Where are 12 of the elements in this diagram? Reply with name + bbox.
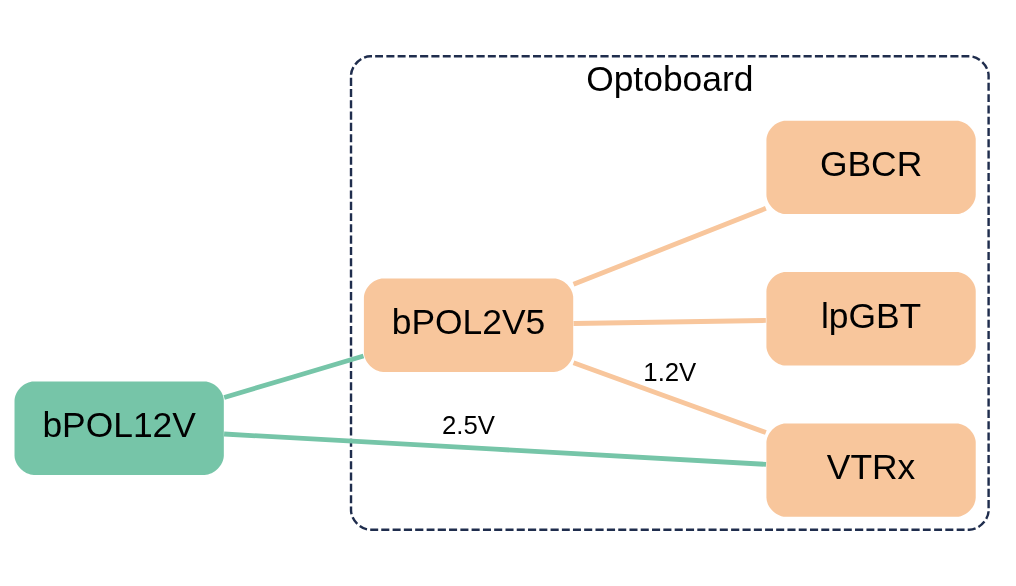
node-box: bPOL2V5 bbox=[363, 278, 574, 372]
connector bbox=[223, 431, 767, 467]
connector bbox=[223, 353, 365, 400]
node-box: lpGBT bbox=[766, 272, 976, 366]
connector bbox=[572, 360, 767, 435]
edge-label: 1.2V bbox=[643, 358, 697, 387]
node-box: bPOL12V bbox=[14, 381, 224, 475]
connector bbox=[573, 318, 766, 326]
connector bbox=[572, 206, 767, 287]
edge-label: 2.5V bbox=[442, 411, 496, 440]
node-box: VTRx bbox=[766, 423, 976, 517]
node-box: GBCR bbox=[766, 120, 976, 215]
